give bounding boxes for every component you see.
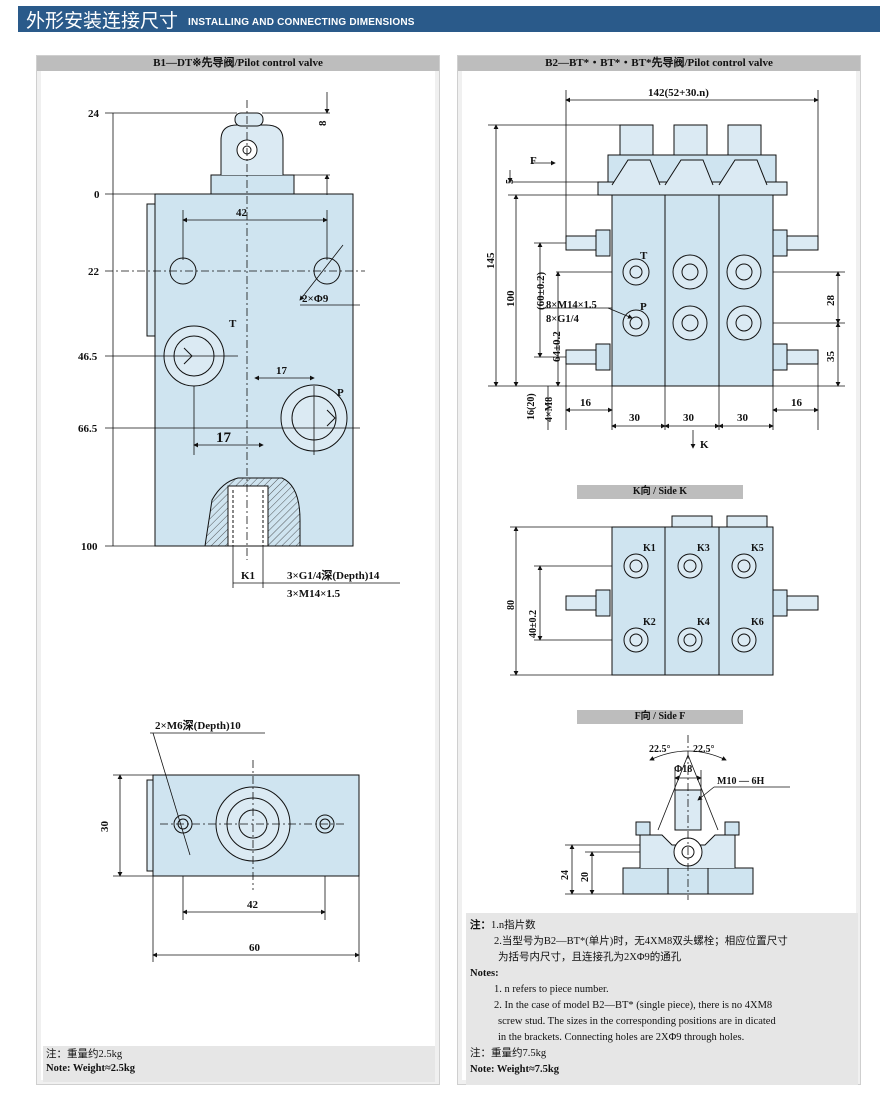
side-f-dimensions xyxy=(565,735,790,900)
side-k-view xyxy=(565,515,819,676)
port-k2: K2 xyxy=(643,617,656,628)
dim-35: 35 xyxy=(825,351,837,363)
side-k-labels: 80 40±0.2 K1 K3 K5 K2 K4 K6 xyxy=(506,543,764,638)
left-weight-zh: 注：重量约2.5kg xyxy=(46,1049,123,1060)
dim-142: 142(52+30.n) xyxy=(648,87,709,99)
dim-64-pm: 64±0.2 xyxy=(551,331,563,362)
b1-front-view xyxy=(146,112,354,547)
dim-145: 145 xyxy=(485,252,497,269)
dim-100: 100 xyxy=(81,541,98,553)
left-weight-en: Note: Weight≈2.5kg xyxy=(46,1063,135,1074)
notes-zh-2b: 为括号内尺寸，且连接孔为2XΦ9的通孔 xyxy=(498,952,682,963)
side-f-labels: 22.5° 22.5° Φ18 M10 — 6H 24 20 xyxy=(560,744,764,882)
port-p-label: P xyxy=(337,387,344,399)
b2-top-view xyxy=(565,124,819,387)
dim-30a: 30 xyxy=(629,412,641,424)
b1-front-dimensions xyxy=(105,92,400,588)
b1-bottom-labels: 2×M6深(Depth)10 30 42 60 xyxy=(99,718,261,954)
dim-24: 24 xyxy=(88,108,100,120)
b1-front-labels: 24 0 22 46.5 66.5 100 8 42 2×Φ9 T P 17 1… xyxy=(78,108,380,600)
section-header: 外形安装连接尺寸 INSTALLING AND CONNECTING DIMEN… xyxy=(18,6,880,32)
dim-5: 5 xyxy=(505,179,516,184)
right-panel-title: B2—BT*・BT*・BT*先导阀/Pilot control valve xyxy=(458,56,860,71)
side-k-dimensions xyxy=(510,526,612,676)
dim-phi18: Φ18 xyxy=(674,764,692,775)
dim-80: 80 xyxy=(506,600,517,610)
dim-4xm8: 4×M8 xyxy=(544,397,555,422)
b1-callout-m14: 3×M14×1.5 xyxy=(287,588,341,600)
dim-60-pm: (60±0.2) xyxy=(535,272,547,310)
dim-28: 28 xyxy=(825,295,837,307)
dim-66-5: 66.5 xyxy=(78,423,98,435)
notes-zh-1: 1.n指片数 xyxy=(491,920,536,931)
dim-42: 42 xyxy=(236,207,248,219)
dim-20-f: 20 xyxy=(580,872,591,882)
port-t-label: T xyxy=(229,318,237,330)
left-weight-note: 注：重量约2.5kg Note: Weight≈2.5kg xyxy=(43,1046,435,1082)
dim-k1: K1 xyxy=(241,570,255,582)
right-weight-en: Note: Weight≈7.5kg xyxy=(470,1064,559,1075)
notes-en-2c: in the brackets. Connecting holes are 2X… xyxy=(498,1032,745,1043)
b1-callout-m6: 2×M6深(Depth)10 xyxy=(155,718,241,732)
dim-46-5: 46.5 xyxy=(78,351,98,363)
angle-right: 22.5° xyxy=(693,744,715,755)
b2-callout-m14: 8×M14×1.5 xyxy=(546,300,597,311)
dim-42-bottom: 42 xyxy=(247,899,259,911)
dim-8: 8 xyxy=(317,120,329,126)
dim-30b: 30 xyxy=(683,412,695,424)
b1-callout-g14: 3×G1/4深(Depth)14 xyxy=(287,568,380,582)
port-k6: K6 xyxy=(751,617,764,628)
dim-22: 22 xyxy=(88,266,100,278)
dim-100-b2: 100 xyxy=(505,290,517,307)
dim-60: 60 xyxy=(249,942,261,954)
b2-top-dimensions xyxy=(488,90,845,449)
side-f-title: F向 / Side F xyxy=(577,710,743,724)
dim-0: 0 xyxy=(94,189,100,201)
dim-24-f: 24 xyxy=(560,870,571,880)
notes-en-2a: 2. In the case of model B2—BT* (single p… xyxy=(494,1000,773,1011)
header-title-zh: 外形安装连接尺寸 xyxy=(26,9,179,32)
dim-16a: 16 xyxy=(580,397,592,409)
angle-left: 22.5° xyxy=(649,744,671,755)
b2-port-t: T xyxy=(640,250,648,262)
notes-en-2b: screw stud. The sizes in the correspondi… xyxy=(498,1016,776,1027)
dim-16-20: 16(20) xyxy=(526,393,537,420)
notes-en-1: 1. n refers to piece number. xyxy=(494,984,609,995)
b2-port-p: P xyxy=(640,301,647,313)
b2-top-labels: 142(52+30.n) F 5 145 100 (60±0.2) 64±0.2… xyxy=(485,87,837,451)
side-k-title: K向 / Side K xyxy=(577,485,743,499)
dim-30: 30 xyxy=(99,821,111,833)
port-k4: K4 xyxy=(697,617,710,628)
k-direction-label: K xyxy=(700,439,709,451)
port-k5: K5 xyxy=(751,543,764,554)
f-label: F xyxy=(530,155,537,167)
port-k3: K3 xyxy=(697,543,710,554)
b2-callout-g14: 8×G1/4 xyxy=(546,314,580,325)
b1-bottom-dimensions xyxy=(113,732,360,962)
left-panel-title: B1—DT※先导阀/Pilot control valve xyxy=(37,56,439,71)
dim-16b: 16 xyxy=(791,397,803,409)
notes-en-label: Notes: xyxy=(470,968,499,979)
header-title-en: INSTALLING AND CONNECTING DIMENSIONS xyxy=(188,16,415,28)
dim-30c: 30 xyxy=(737,412,749,424)
port-k1: K1 xyxy=(643,543,656,554)
dim-m10: M10 — 6H xyxy=(717,776,764,787)
notes-zh-label: 注： xyxy=(470,920,491,931)
dim-17b: 17 xyxy=(216,430,232,446)
dim-40-pm: 40±0.2 xyxy=(528,610,539,638)
dim-hole: 2×Φ9 xyxy=(302,293,329,305)
dim-17a: 17 xyxy=(276,365,288,377)
notes-zh-2a: 2.当型号为B2—BT*(单片)时，无4XM8双头螺栓；相应位置尺寸 xyxy=(494,936,788,947)
right-notes: 注：1.n指片数 2.当型号为B2—BT*(单片)时，无4XM8双头螺栓；相应位… xyxy=(466,913,858,1085)
right-weight-zh: 注：重量约7.5kg xyxy=(470,1048,547,1059)
